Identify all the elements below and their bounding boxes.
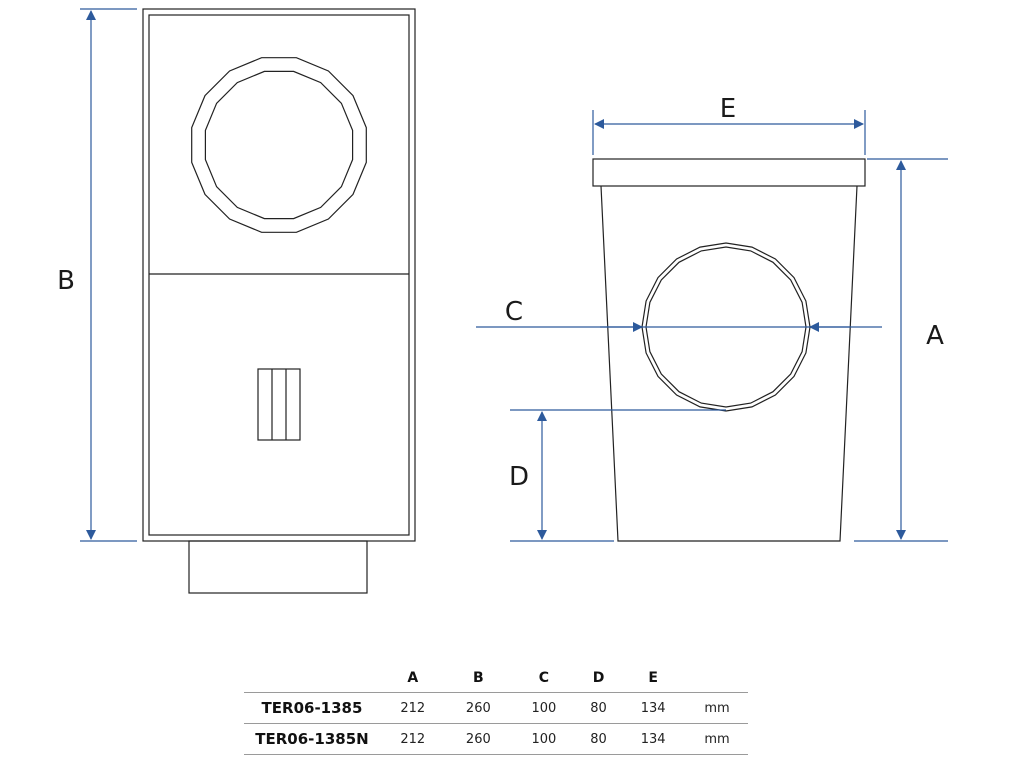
table-cell-e: 134	[620, 723, 686, 755]
table-cell-unit: mm	[686, 692, 748, 724]
dimension-e-label: E	[720, 94, 736, 124]
table-header-b: B	[445, 664, 512, 693]
table-header-e: E	[620, 664, 686, 693]
side-view	[592, 158, 866, 542]
dimensions-table: A B C D E TER06-1385 212 260 100 80 134 …	[244, 664, 748, 755]
table-cell-unit: mm	[686, 723, 748, 755]
table-cell-d: 80	[576, 692, 621, 724]
side-view-top-rim	[592, 158, 866, 187]
dimension-b-label: B	[57, 266, 75, 296]
table-cell-c: 100	[511, 692, 577, 724]
dimension-d	[510, 409, 726, 542]
table-row: TER06-1385N 212 260 100 80 134 mm	[244, 723, 748, 755]
table-row: TER06-1385 212 260 100 80 134 mm	[244, 692, 748, 724]
table-cell-model: TER06-1385N	[244, 723, 380, 755]
front-view-hole-inner	[204, 70, 354, 220]
table-cell-a: 212	[380, 723, 446, 755]
front-view-slot-block	[257, 368, 301, 441]
table-cell-e: 134	[620, 692, 686, 724]
front-view	[142, 8, 416, 594]
table-cell-model: TER06-1385	[244, 692, 380, 724]
side-view-body	[600, 185, 858, 542]
table-cell-b: 260	[445, 692, 512, 724]
dimension-d-label: D	[509, 462, 529, 492]
table-header-unit	[686, 664, 748, 693]
table-cell-d: 80	[576, 723, 621, 755]
table-cell-b: 260	[445, 723, 512, 755]
dimension-c-label: C	[505, 297, 523, 327]
front-view-bottom-spigot	[188, 540, 368, 594]
table-cell-a: 212	[380, 692, 446, 724]
table-cell-c: 100	[511, 723, 577, 755]
front-view-outer-frame	[142, 8, 416, 542]
table-header-d: D	[576, 664, 621, 693]
table-header-model	[244, 664, 380, 693]
table-header-c: C	[511, 664, 577, 693]
front-view-hole-outer	[191, 57, 367, 233]
dimension-b	[80, 8, 137, 542]
table-header-a: A	[380, 664, 446, 693]
dimension-e	[592, 110, 866, 155]
technical-drawing: B E A C D	[57, 8, 948, 594]
table-header-row: A B C D E	[244, 664, 748, 693]
front-view-inner-frame	[148, 14, 410, 536]
dimension-a-label: A	[926, 321, 944, 351]
dimension-a	[854, 158, 948, 542]
